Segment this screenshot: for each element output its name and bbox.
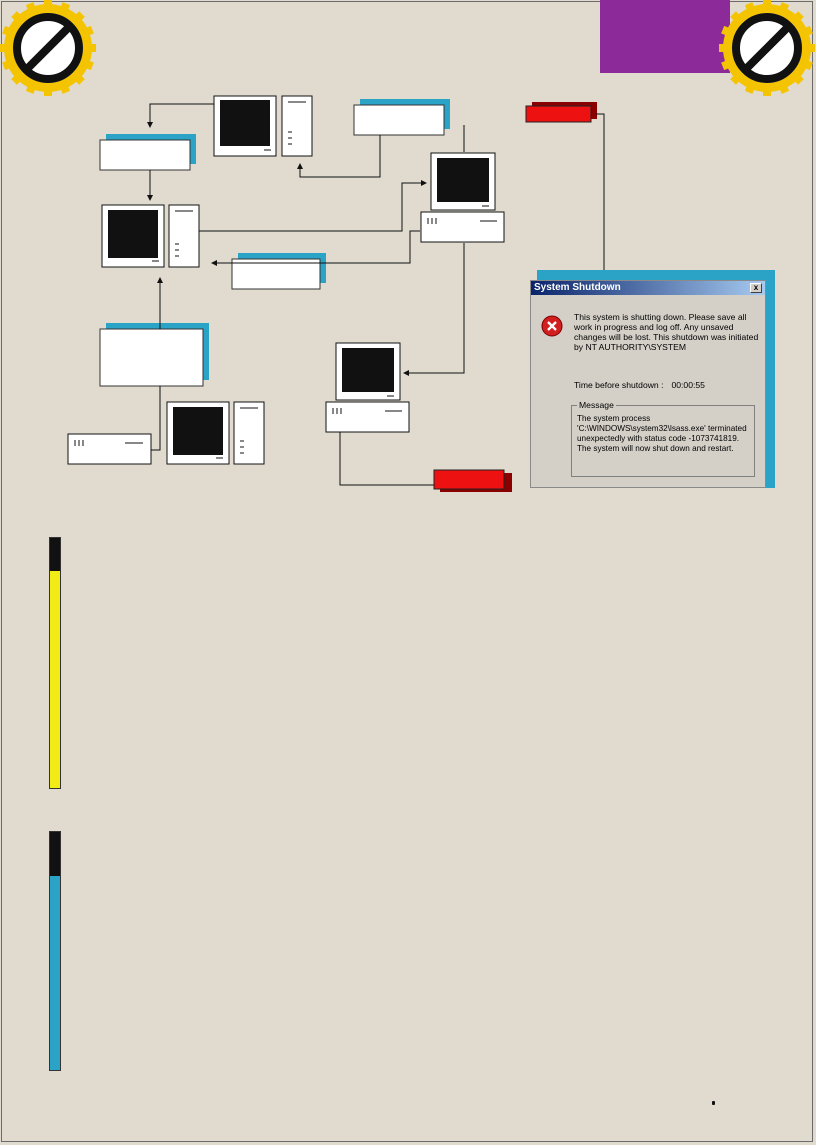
no-entry-icon xyxy=(719,0,815,96)
sidebar-cap xyxy=(50,538,60,571)
page-marker xyxy=(712,1101,715,1105)
label-box xyxy=(353,99,450,136)
groupbox-label: Message xyxy=(577,400,616,410)
system-shutdown-dialog: System Shutdown x This system is shuttin… xyxy=(530,280,766,488)
computer-icon xyxy=(67,401,265,465)
groupbox-text: The system process 'C:\WINDOWS\system32\… xyxy=(577,414,747,453)
label-box xyxy=(99,323,209,387)
dialog-message: This system is shutting down. Please sav… xyxy=(574,312,759,352)
message-groupbox: Message The system process 'C:\WINDOWS\s… xyxy=(571,400,755,477)
computer-icon xyxy=(420,152,505,243)
error-icon xyxy=(541,315,563,337)
timer-label: Time before shutdown : xyxy=(574,380,664,390)
timer-value: 00:00:55 xyxy=(671,380,705,390)
cyan-sidebar xyxy=(49,831,61,1071)
dialog-titlebar[interactable]: System Shutdown x xyxy=(531,281,765,295)
sidebar-cap xyxy=(50,832,60,876)
close-icon[interactable]: x xyxy=(750,283,762,293)
no-entry-icon xyxy=(0,0,96,96)
accent-tab xyxy=(600,0,730,73)
network-diagram xyxy=(67,95,607,492)
computer-icon xyxy=(213,95,313,157)
shutdown-timer: Time before shutdown : 00:00:55 xyxy=(574,380,705,390)
alert-tag xyxy=(433,469,512,492)
alert-tag xyxy=(525,102,597,123)
dialog-title: System Shutdown xyxy=(534,282,621,293)
computer-icon xyxy=(101,204,200,268)
yellow-sidebar xyxy=(49,537,61,789)
label-box xyxy=(231,253,326,290)
label-box xyxy=(99,134,196,171)
computer-icon xyxy=(325,342,410,433)
